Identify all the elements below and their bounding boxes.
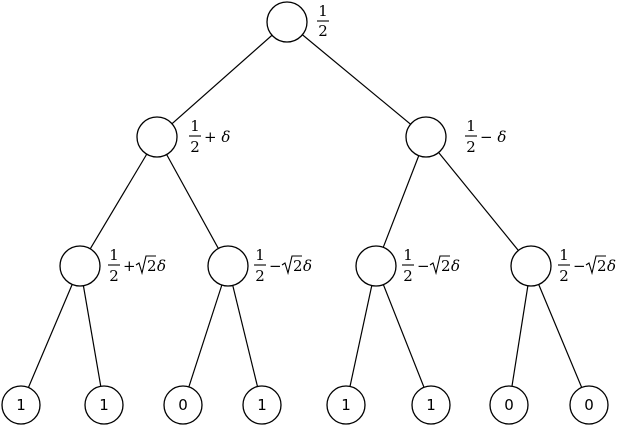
leaf-value-1: 1 [16,396,26,414]
leaf-node-8 [569,385,609,425]
level1-left-numerator: 1 [190,117,200,135]
leaf-value-4: 1 [257,396,267,414]
level2-1-denominator: 2 [109,267,119,285]
level2-3-tail: δ [451,257,460,275]
level1-node-left [136,116,178,158]
level2-2-operator: − [269,257,282,275]
level2-3-operator: − [417,257,430,275]
level2-4-operator: − [573,257,586,275]
level2-2-denominator: 2 [255,267,265,285]
level2-label-2: 1 2 − 2 δ [254,246,312,285]
level2-4-sqrt-arg: 2 [597,257,607,275]
edge-l1a-l2a [79,136,158,267]
leaf-value-2: 1 [99,396,109,414]
root-node [266,1,308,43]
edge-l2c-leaf6 [375,265,432,406]
level2-3-sqrt-arg: 2 [441,257,451,275]
level2-1-sqrt-arg: 2 [147,257,157,275]
level2-4-tail: δ [607,257,616,275]
level2-node-1 [59,245,101,287]
edge-root-left [156,21,288,138]
level1-right-denominator: 2 [466,138,476,156]
level2-4-sqrt-sign [585,255,606,276]
edge-l1a-l2b [156,136,229,267]
level1-label-left: 1 2 + δ [189,117,230,156]
leaf-node-4 [242,385,282,425]
level1-label-right: 1 2 − δ [465,117,506,156]
leaf-value-7: 0 [504,396,514,414]
leaf-node-5 [326,385,366,425]
level1-right-suffix: − δ [480,128,506,146]
leaf-node-7 [489,385,529,425]
level2-4-denominator: 2 [559,267,569,285]
level2-2-sqrt-sign [281,255,302,276]
leaf-node-6 [411,385,451,425]
edge-l2a-leaf2 [79,265,105,406]
level2-4-numerator: 1 [559,246,569,264]
root-label-numerator: 1 [318,2,328,20]
edge-l1b-l2d [425,136,532,267]
level1-left-denominator: 2 [190,138,200,156]
edge-l2d-leaf8 [530,265,590,406]
level2-2-numerator: 1 [255,246,265,264]
edge-l2c-leaf5 [345,265,377,406]
leaf-value-5: 1 [341,396,351,414]
level2-1-operator: + [123,257,136,275]
leaf-node-2 [84,385,124,425]
leaf-nodes: 1 1 0 1 1 1 0 0 [1,385,609,425]
level1-left-suffix: + δ [204,128,230,146]
root-label-denominator: 2 [318,22,328,40]
leaf-value-8: 0 [584,396,594,414]
edge-l2b-leaf3 [182,265,229,406]
level1-node-right [405,116,447,158]
level2-1-sqrt-sign [135,255,156,276]
level2-2-tail: δ [303,257,312,275]
level2-1-numerator: 1 [109,246,119,264]
edge-l2a-leaf1 [20,265,81,406]
level2-label-4: 1 2 − 2 δ [558,246,616,285]
leaf-node-3 [163,385,203,425]
level2-2-sqrt-arg: 2 [293,257,303,275]
leaf-node-1 [1,385,41,425]
edge-l2b-leaf4 [227,265,263,406]
edge-root-right [286,21,427,138]
level2-3-sqrt-sign [429,255,450,276]
level1-right-numerator: 1 [466,117,476,135]
level2-node-3 [355,245,397,287]
level2-3-numerator: 1 [403,246,413,264]
level2-3-denominator: 2 [403,267,413,285]
level2-label-3: 1 2 − 2 δ [402,246,460,285]
leaf-value-3: 0 [178,396,188,414]
leaf-value-6: 1 [426,396,436,414]
root-label: 1 2 [317,2,329,40]
edge-l2d-leaf7 [508,265,532,406]
level2-node-4 [510,245,552,287]
level2-1-tail: δ [157,257,166,275]
tree-edges [20,21,590,406]
edge-l1b-l2c [375,136,427,267]
level2-node-2 [207,245,249,287]
level2-label-1: 1 2 + 2 δ [108,246,166,285]
